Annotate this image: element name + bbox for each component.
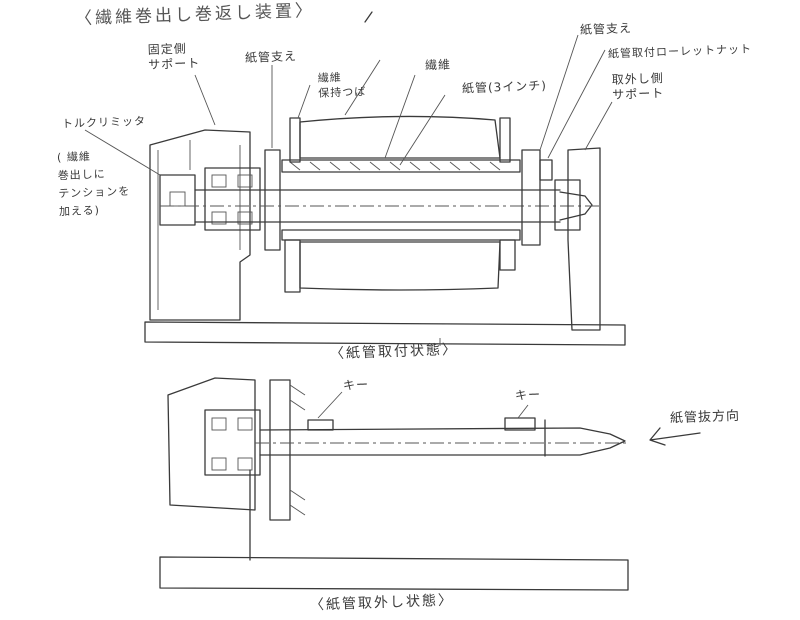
paper-tube — [281, 159, 521, 173]
label-paper-tube: 紙管(3インチ) — [461, 78, 548, 96]
tube-holder-right — [521, 149, 541, 246]
torque-limiter — [159, 174, 196, 226]
fiber-roll-upper — [299, 115, 501, 159]
knurled-nut — [539, 159, 553, 181]
label-pull-direction: 紙管抜方向 — [669, 408, 741, 427]
pull-direction-arrow — [649, 427, 701, 446]
key-left — [307, 419, 334, 431]
base-plate-removed — [159, 556, 629, 591]
fiber-roll-lower — [299, 241, 501, 291]
fixed-support-removed — [167, 377, 256, 511]
label-fiber: 繊維 — [424, 57, 452, 73]
label-torque-limiter: トルクリミッタ — [61, 114, 147, 131]
fixed-support — [149, 129, 251, 321]
label-fixed-support: 固定側 サポート — [147, 41, 201, 72]
base-plate — [144, 321, 626, 346]
label-tube-holder-left: 紙管支え — [244, 49, 298, 65]
label-key-right: キー — [514, 387, 542, 403]
shaft-removed — [259, 427, 626, 456]
attached-assembly — [84, 34, 626, 346]
label-tube-holder-right: 紙管支え — [579, 21, 633, 37]
removed-assembly — [159, 377, 701, 591]
title-mark — [364, 11, 373, 23]
removable-support — [567, 147, 601, 331]
label-fiber-flange: 繊維 保持つば — [317, 71, 367, 100]
tube-holder-left — [264, 149, 281, 251]
shaft — [194, 189, 561, 223]
key-right — [504, 417, 536, 431]
label-removable-support: 取外し側 サポート — [611, 71, 665, 102]
label-key-left: キー — [342, 377, 370, 393]
label-torque-note: ( 繊維 巻出しに テンションを 加える) — [56, 150, 131, 219]
